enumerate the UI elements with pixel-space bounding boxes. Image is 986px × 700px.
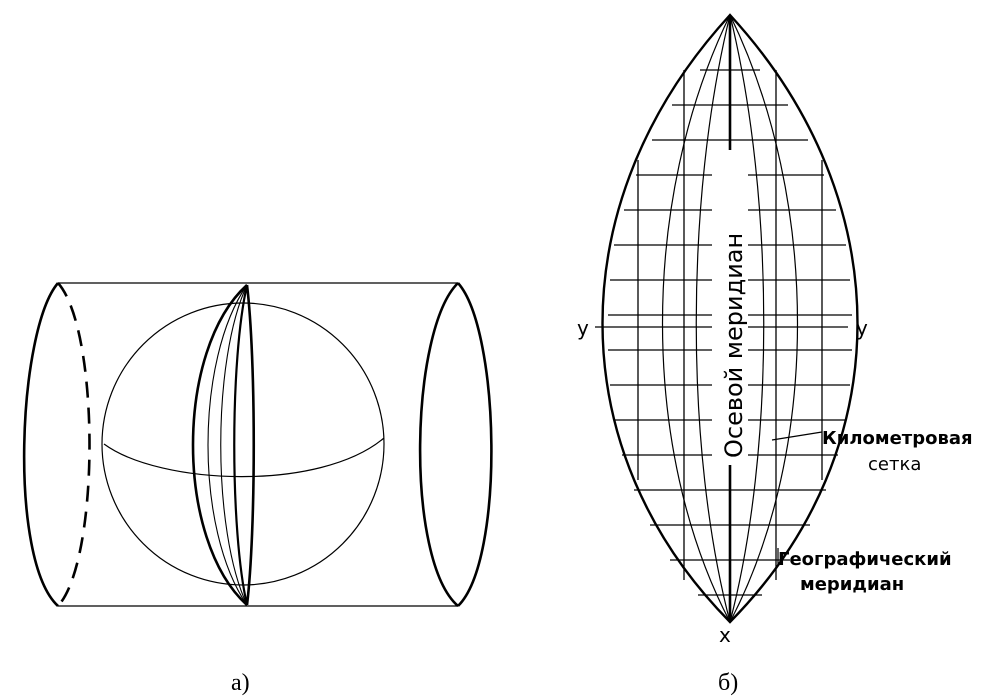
axial-meridian-label: Осевой меридиан [720,233,748,458]
sphere-outline [101,302,385,586]
cylinder-left-end-front [22,282,59,607]
y-axis-left-label: y [577,316,589,340]
geo-meridian-label-line2: меридиан [800,574,904,595]
geographic-meridians [661,14,799,623]
figure-a: a) [22,282,493,696]
km-grid-leader [771,431,823,441]
cylinder-right-end-front [457,282,493,607]
km-grid-label-line1: Километровая [822,428,973,449]
geo-meridian-label-line1: Географический [778,549,952,570]
figure-b: y y x Осевой меридиан Километровая сетка… [577,13,973,696]
zone-strip-center [233,284,249,606]
sphere-equator [103,437,385,478]
zone-strip-mid-left [220,284,248,606]
x-axis-bottom-label: x [719,623,731,647]
zone-strip-outer-left [191,284,248,606]
km-grid-label-line2: сетка [868,454,921,475]
cylinder-left-end-back [57,282,91,607]
km-grid-vertical [637,70,823,580]
zone-strip-inner-left [207,284,248,606]
zone-strip-right [245,284,256,606]
caption-a: a) [231,670,250,696]
y-axis-right-label: y [856,316,868,340]
cylinder-right-end-back [418,282,459,607]
caption-b: б) [718,670,738,696]
axial-label-backdrop [712,150,748,465]
